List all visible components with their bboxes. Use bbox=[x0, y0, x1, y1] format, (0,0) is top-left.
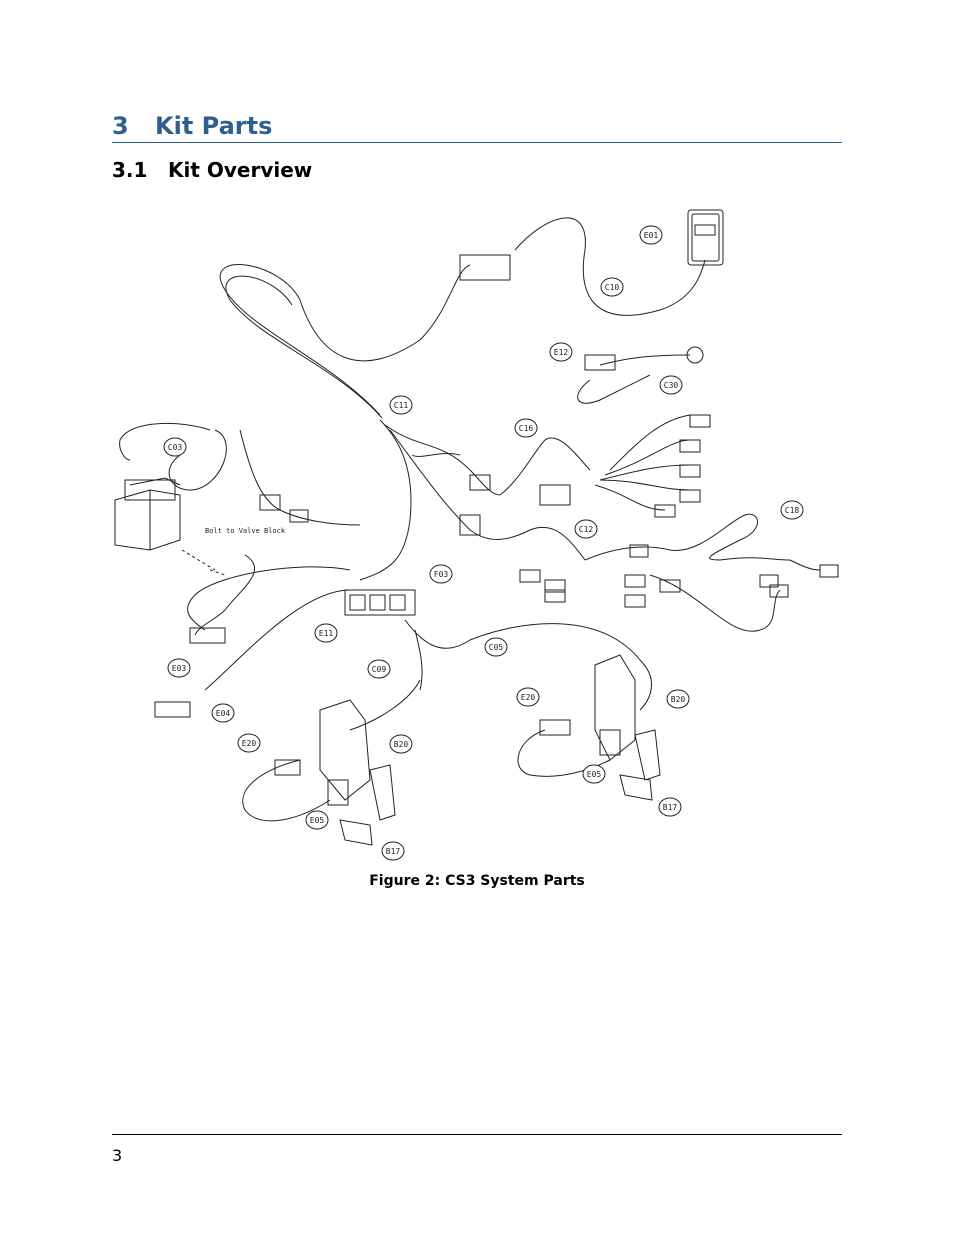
figure-caption: Figure 2: CS3 System Parts bbox=[369, 873, 585, 889]
callout-bubble bbox=[780, 500, 804, 520]
section-number: 3 bbox=[112, 112, 129, 140]
callout-bubble bbox=[389, 734, 413, 754]
footer-divider bbox=[112, 1134, 842, 1135]
callout-bubble bbox=[237, 733, 261, 753]
callout-label: C11 bbox=[394, 401, 409, 410]
callout-label: C10 bbox=[605, 283, 620, 292]
callout-label: C30 bbox=[664, 381, 679, 390]
callout-label: F03 bbox=[434, 570, 449, 579]
callout-label: B20 bbox=[394, 740, 409, 749]
callout-bubble bbox=[381, 841, 405, 861]
callout-bubble bbox=[514, 418, 538, 438]
subsection-title: Kit Overview bbox=[168, 158, 313, 182]
callout-label: B17 bbox=[386, 847, 401, 856]
callout-bubble bbox=[658, 797, 682, 817]
callout-label: E03 bbox=[172, 664, 187, 673]
callout-bubble bbox=[305, 810, 329, 830]
bolt-note-text: Bolt to Valve Block bbox=[205, 527, 286, 535]
callout-label: E05 bbox=[587, 770, 602, 779]
callout-bubble bbox=[659, 375, 683, 395]
callout-label: E12 bbox=[554, 348, 569, 357]
callout-bubble bbox=[639, 225, 663, 245]
callout-label: E20 bbox=[521, 693, 536, 702]
callout-bubble bbox=[582, 764, 606, 784]
callout-bubble bbox=[167, 658, 191, 678]
callout-label: C18 bbox=[785, 506, 800, 515]
subsection-number: 3.1 bbox=[112, 158, 148, 182]
callout-label: C03 bbox=[168, 443, 183, 452]
callout-bubble bbox=[516, 687, 540, 707]
callout-label: C09 bbox=[372, 665, 387, 674]
page-number: 3 bbox=[112, 1146, 123, 1165]
callout-label: E11 bbox=[319, 629, 334, 638]
callout-label: E01 bbox=[644, 231, 659, 240]
callout-label: E04 bbox=[216, 709, 231, 718]
callout-label: C12 bbox=[579, 525, 594, 534]
callout-bubble bbox=[211, 703, 235, 723]
callout-bubble bbox=[367, 659, 391, 679]
callout-label: E05 bbox=[310, 816, 325, 825]
callout-bubble bbox=[484, 637, 508, 657]
callout-bubble bbox=[600, 277, 624, 297]
section-heading: 3 Kit Parts bbox=[112, 110, 842, 143]
callout-bubble bbox=[389, 395, 413, 415]
callout-label: E20 bbox=[242, 739, 257, 748]
callout-label: C05 bbox=[489, 643, 504, 652]
callout-label: B17 bbox=[663, 803, 678, 812]
callout-bubble bbox=[666, 689, 690, 709]
section-title: Kit Parts bbox=[155, 112, 273, 140]
callout-bubble bbox=[429, 564, 453, 584]
callout-bubble bbox=[163, 437, 187, 457]
callout-bubble bbox=[549, 342, 573, 362]
callout-bubble bbox=[314, 623, 338, 643]
callout-bubble bbox=[574, 519, 598, 539]
callout-label: B20 bbox=[671, 695, 686, 704]
callout-label: C16 bbox=[519, 424, 534, 433]
